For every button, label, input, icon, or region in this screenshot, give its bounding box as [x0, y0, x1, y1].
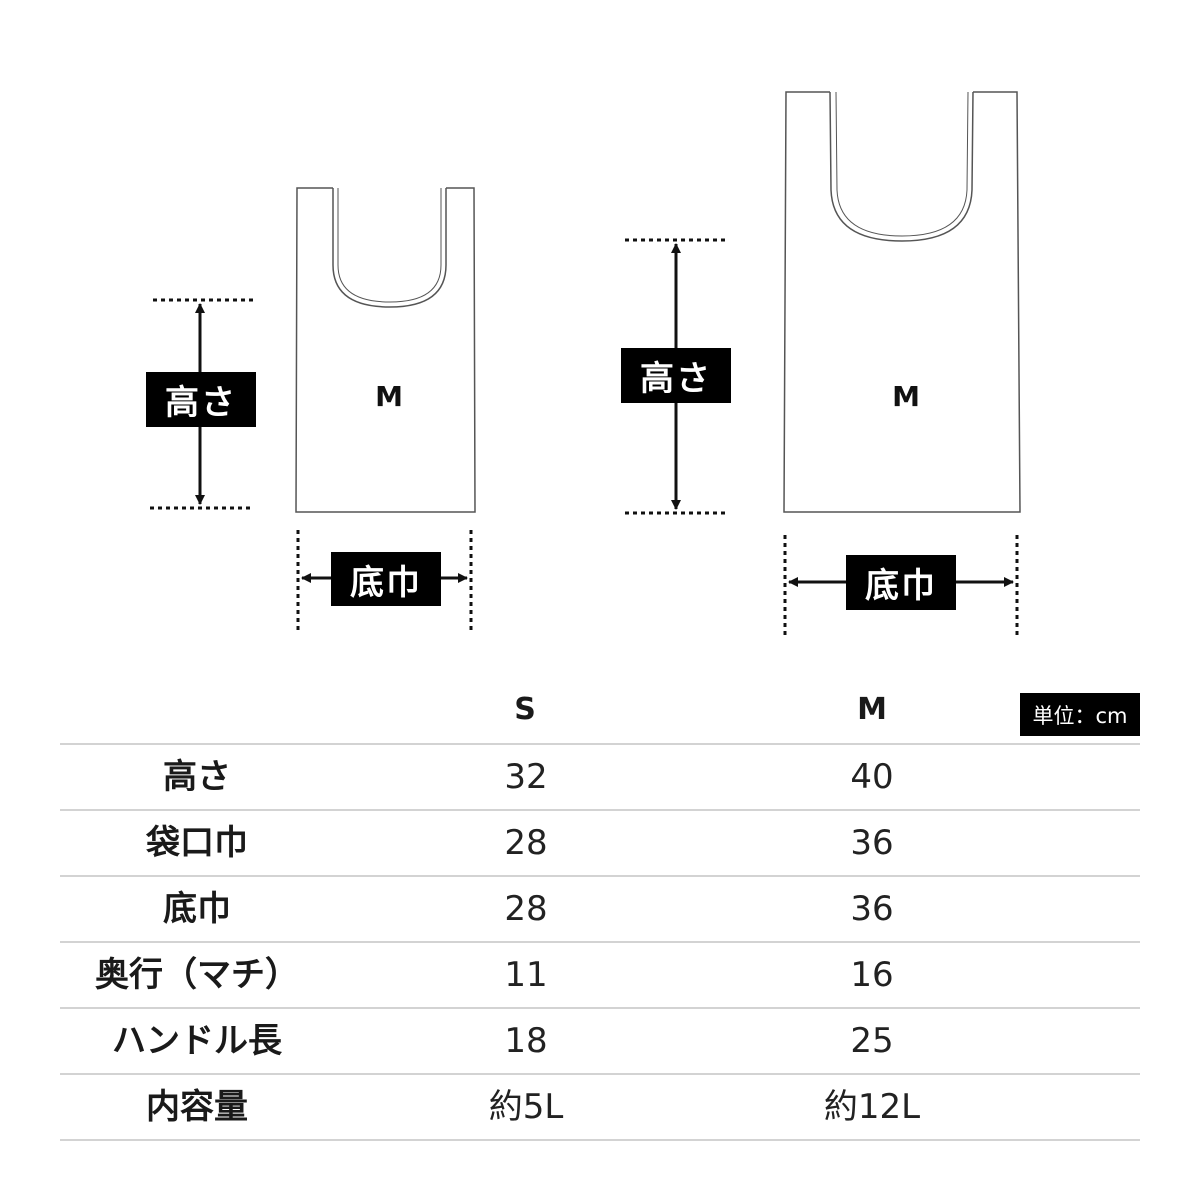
cell-s: 28	[504, 823, 548, 863]
cell-s: 32	[504, 757, 548, 797]
bag-size-diagram: M M 高さ 底巾 高さ 底巾	[146, 91, 1021, 635]
cell-s: 11	[504, 955, 548, 995]
table-row: 奥行（マチ） 11 16	[60, 941, 1140, 1007]
table-row: 袋口巾 28 36	[60, 809, 1140, 875]
cell-m: 約12L	[823, 1087, 921, 1127]
row-label: 高さ	[163, 757, 231, 797]
row-label: 内容量	[146, 1087, 248, 1127]
column-header-s: S	[514, 692, 536, 727]
small-bag-outline	[295, 187, 476, 513]
bag-outlines	[150, 91, 1021, 635]
table-row: 底巾 28 36	[60, 875, 1140, 941]
cell-s: 28	[504, 889, 548, 929]
cell-m: 25	[850, 1021, 894, 1061]
cell-s: 18	[504, 1021, 548, 1061]
unit-badge: 単位：cm	[1020, 693, 1140, 736]
cell-s: 約5L	[488, 1087, 564, 1127]
column-header-m: M	[857, 692, 887, 727]
table-row: ハンドル長 18 25	[60, 1007, 1140, 1073]
cell-m: 36	[850, 823, 894, 863]
large-height-label: 高さ	[621, 348, 731, 403]
size-table: 高さ 32 40 袋口巾 28 36 底巾 28 36 奥行（マチ） 11 16…	[60, 743, 1140, 1141]
small-bag-letter: M	[375, 380, 403, 413]
row-label: 奥行（マチ）	[95, 955, 299, 995]
large-width-label: 底巾	[846, 555, 956, 610]
cell-m: 16	[850, 955, 894, 995]
small-width-label: 底巾	[331, 552, 441, 606]
cell-m: 40	[850, 757, 894, 797]
cell-m: 36	[850, 889, 894, 929]
large-bag-outline	[783, 91, 1021, 513]
large-bag-letter: M	[892, 380, 920, 413]
row-label: ハンドル長	[112, 1021, 282, 1061]
small-height-label: 高さ	[146, 372, 256, 427]
row-label: 袋口巾	[146, 823, 248, 863]
table-row: 高さ 32 40	[60, 743, 1140, 809]
table-row: 内容量 約5L 約12L	[60, 1073, 1140, 1141]
row-label: 底巾	[163, 889, 231, 929]
